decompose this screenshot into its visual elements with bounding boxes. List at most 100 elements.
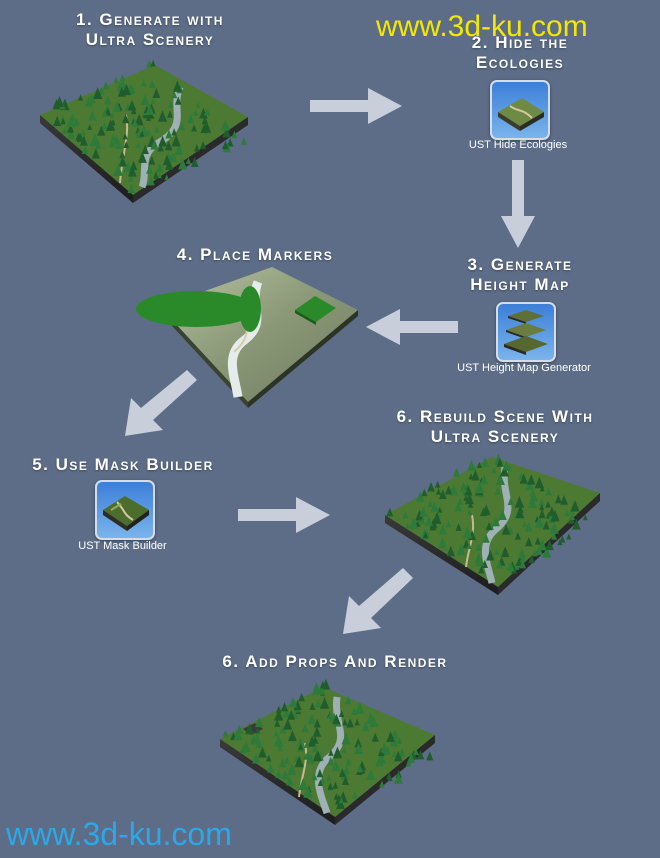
tree-shape — [157, 143, 164, 152]
tree-shape — [174, 96, 182, 105]
tree-shape — [303, 740, 310, 748]
tree-shape — [78, 94, 84, 101]
tree-shape — [298, 743, 304, 750]
tree-shape — [127, 99, 137, 111]
tree-shape — [101, 109, 108, 118]
tree-shape — [66, 116, 76, 128]
tree-shape — [534, 476, 545, 489]
tree-shape — [91, 148, 100, 159]
tree-shape — [298, 778, 308, 791]
tree-shape — [222, 729, 229, 737]
tree-shape — [421, 488, 428, 497]
tree-shape — [266, 763, 275, 773]
tree-shape — [106, 119, 116, 131]
tree-shape — [265, 754, 272, 762]
tree-shape — [480, 473, 489, 485]
tree-shape — [542, 546, 552, 558]
tree-shape — [110, 134, 116, 142]
tree-shape — [519, 559, 527, 569]
tree-shape — [525, 536, 533, 547]
tree-shape — [233, 729, 243, 741]
tree-shape — [118, 156, 127, 167]
tree-shape — [475, 556, 484, 567]
tree-shape — [303, 786, 313, 798]
tree-shape — [582, 514, 588, 521]
tree-shape — [338, 768, 346, 777]
tree-shape — [379, 780, 385, 788]
tree-shape — [281, 769, 290, 780]
tree-shape — [475, 543, 482, 551]
tree-shape — [427, 482, 435, 492]
tree-shape — [341, 747, 347, 754]
tree-shape — [391, 729, 399, 739]
tree-shape — [336, 797, 346, 810]
tree-shape — [319, 697, 330, 709]
mask-builder-icon[interactable] — [95, 480, 155, 540]
tree-shape — [466, 508, 473, 516]
hide-ecologies-icon[interactable] — [490, 80, 550, 140]
tree-shape — [405, 759, 412, 767]
tree-shape — [386, 507, 394, 517]
tree-shape — [495, 559, 503, 569]
tree-shape — [524, 521, 533, 532]
tree-shape — [275, 705, 282, 713]
tree-shape — [152, 171, 159, 179]
tree-shape — [178, 158, 188, 170]
tree-shape — [426, 751, 434, 761]
tree-shape — [317, 779, 324, 787]
tree-shape — [220, 119, 231, 131]
tree-shape — [408, 517, 419, 530]
tree-shape — [398, 747, 406, 756]
tree-shape — [338, 710, 345, 718]
tree-shape — [560, 495, 568, 505]
tree-shape — [413, 748, 419, 756]
tree-shape — [354, 718, 360, 726]
tree-shape — [141, 144, 149, 155]
tree-shape — [467, 501, 474, 508]
tree-shape — [222, 127, 231, 138]
tree-shape — [195, 101, 201, 109]
tree-shape — [354, 737, 363, 748]
tree-shape — [108, 139, 116, 148]
tree-shape — [464, 485, 473, 496]
tree-shape — [146, 164, 154, 174]
tree-shape — [445, 485, 453, 495]
tree-shape — [344, 695, 352, 705]
tree-shape — [158, 135, 167, 147]
tree-shape — [506, 561, 515, 572]
tree-shape — [338, 796, 344, 804]
tree-shape — [140, 94, 150, 105]
tree-shape — [81, 145, 89, 154]
tree-shape — [148, 155, 156, 165]
tree-shape — [491, 466, 497, 474]
tree-shape — [103, 104, 111, 113]
tree-shape — [84, 96, 93, 107]
tree-shape — [313, 718, 321, 728]
height-map-generator-icon[interactable] — [496, 302, 556, 362]
tree-shape — [498, 509, 507, 520]
tree-shape — [201, 122, 210, 134]
tree-shape — [164, 174, 170, 181]
tree-shape — [127, 183, 136, 194]
tree-shape — [346, 718, 354, 728]
tree-shape — [394, 772, 403, 784]
tree-shape — [446, 545, 456, 557]
tree-shape — [277, 744, 284, 752]
tree-shape — [476, 461, 482, 468]
tree-shape — [564, 509, 571, 517]
final-render-image — [220, 678, 435, 825]
tree-shape — [369, 715, 379, 727]
tree-shape — [301, 723, 309, 733]
tree-shape — [101, 121, 108, 130]
tree-shape — [113, 163, 123, 176]
tree-shape — [542, 520, 550, 530]
tree-shape — [87, 123, 93, 131]
tree-shape — [432, 512, 442, 524]
tree-shape — [371, 732, 379, 742]
tree-shape — [548, 506, 556, 517]
mask-builder-label: UST Mask Builder — [78, 540, 167, 552]
tree-shape — [471, 469, 480, 481]
tree-shape — [539, 503, 545, 511]
tree-shape — [157, 172, 163, 179]
tree-shape — [273, 729, 279, 737]
